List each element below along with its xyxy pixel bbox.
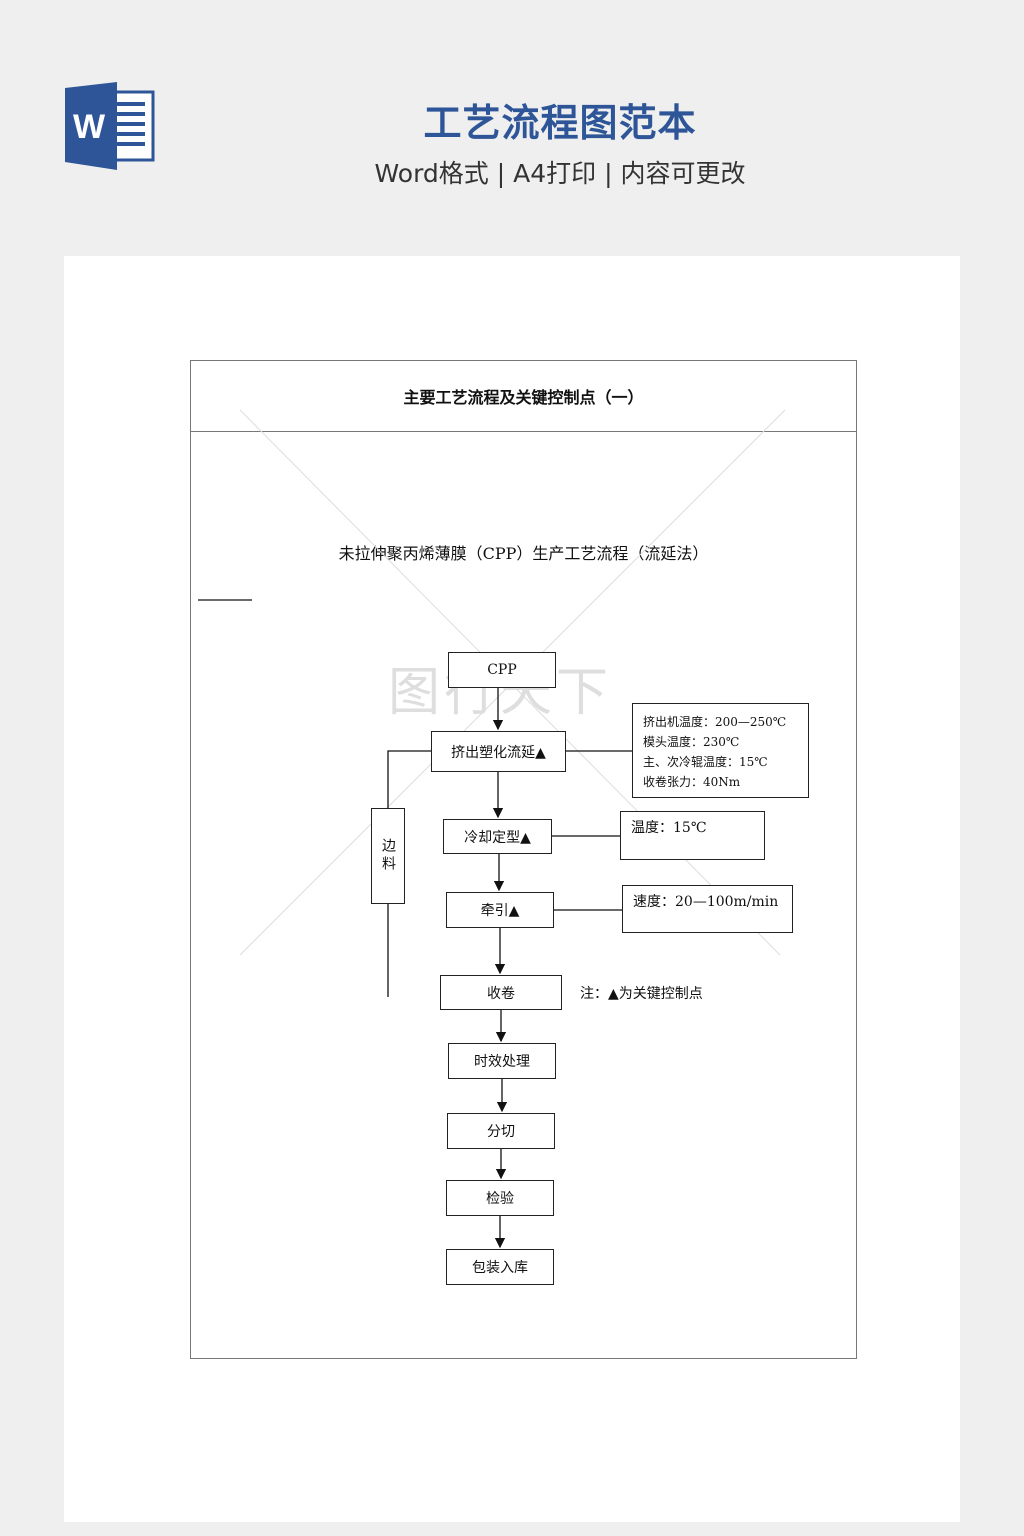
param-line: 速度：20—100m/min <box>633 894 779 910</box>
document-page <box>64 256 960 1522</box>
param-line: 温度：15℃ <box>631 820 707 836</box>
word-logo-icon: W <box>65 82 155 170</box>
extrusion-params: 挤出机温度：200—250℃ 模头温度：230℃ 主、次冷辊温度：15℃ 收卷张… <box>632 703 809 798</box>
flow-step-winding: 收卷 <box>440 975 562 1010</box>
page-subtitle: Word格式 | A4打印 | 内容可更改 <box>374 159 746 188</box>
svg-text:W: W <box>73 108 106 146</box>
page-title: 工艺流程图范本 <box>423 101 697 145</box>
flow-step-inspection: 检验 <box>446 1180 554 1216</box>
param-line: 挤出机温度：200—250℃ <box>643 715 787 729</box>
flow-step-extrusion: 挤出塑化流延▲ <box>431 731 566 772</box>
traction-params: 速度：20—100m/min <box>622 885 793 933</box>
flow-step-cpp: CPP <box>448 652 556 688</box>
flow-step-aging: 时效处理 <box>448 1043 556 1079</box>
side-box-scrap: 边料 <box>371 808 405 904</box>
key-control-note: 注：▲为关键控制点 <box>580 986 703 1002</box>
flow-step-traction: 牵引▲ <box>446 892 554 928</box>
flow-step-slitting: 分切 <box>447 1113 555 1149</box>
flow-step-cooling: 冷却定型▲ <box>443 819 552 854</box>
cooling-params: 温度：15℃ <box>620 811 765 860</box>
param-line: 收卷张力：40Nm <box>643 775 741 789</box>
document-heading: 主要工艺流程及关键控制点（一） <box>190 360 857 432</box>
param-line: 主、次冷辊温度：15℃ <box>643 755 768 769</box>
document-frame <box>190 360 857 1359</box>
flow-title: 未拉伸聚丙烯薄膜（CPP）生产工艺流程（流延法） <box>338 544 709 563</box>
flow-step-packing: 包装入库 <box>446 1249 554 1285</box>
param-line: 模头温度：230℃ <box>643 735 740 749</box>
